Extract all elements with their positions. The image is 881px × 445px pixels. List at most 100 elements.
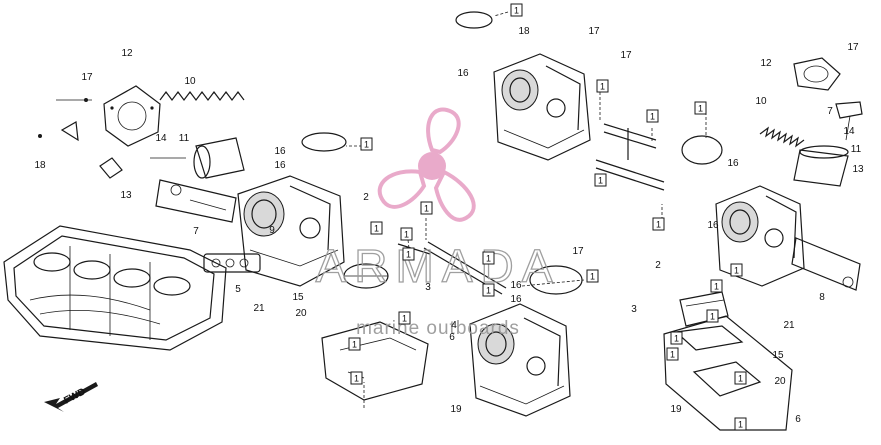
part-callout-11: 11 xyxy=(179,133,190,144)
label-box-text: 1 xyxy=(710,312,715,322)
float-right xyxy=(679,291,729,327)
logo-blade-left xyxy=(377,169,427,209)
part-callout-9: 9 xyxy=(269,225,275,236)
boxed-part-label: 1 xyxy=(646,109,659,123)
part-callout-21: 21 xyxy=(253,303,265,314)
label-box xyxy=(670,331,683,345)
label-box-text: 1 xyxy=(738,374,743,384)
part-callout-17: 17 xyxy=(572,246,584,257)
fuel-pipe-top xyxy=(595,123,665,191)
part-callout-2: 2 xyxy=(655,260,661,271)
carburetor-right xyxy=(715,185,805,287)
part-callout-7: 7 xyxy=(193,226,199,237)
label-box xyxy=(398,311,411,325)
o-ring-set-left xyxy=(203,253,261,273)
label-box xyxy=(596,79,609,93)
part-callout-16: 16 xyxy=(510,294,522,305)
label-box-text: 1 xyxy=(486,286,491,296)
part-callout-13: 13 xyxy=(120,190,132,201)
fwd-label: FWD xyxy=(62,386,87,406)
vacuum-piston-left xyxy=(193,137,245,179)
label-box xyxy=(646,109,659,123)
part-callout-12: 12 xyxy=(121,48,133,59)
boxed-part-label: 1 xyxy=(482,283,495,297)
label-box-text: 1 xyxy=(698,104,703,114)
label-box xyxy=(652,217,665,231)
label-box xyxy=(734,371,747,385)
part-callout-20: 20 xyxy=(774,376,786,387)
label-box xyxy=(594,173,607,187)
forward-arrow: FWD xyxy=(44,382,98,412)
boxed-part-label: 1 xyxy=(596,79,609,93)
intake-manifold xyxy=(3,225,227,351)
vacuum-piston-right xyxy=(793,145,849,187)
label-box-text: 1 xyxy=(352,340,357,350)
carburetor-bottom xyxy=(469,303,571,417)
label-box xyxy=(348,337,361,351)
label-box-text: 1 xyxy=(598,176,603,186)
boxed-part-label: 1 xyxy=(706,309,719,323)
part-callout-15: 15 xyxy=(772,350,784,361)
jet-block-left xyxy=(155,179,237,223)
label-box xyxy=(360,137,373,151)
boxed-part-label: 1 xyxy=(734,371,747,385)
boxed-part-label: 1 xyxy=(370,221,383,235)
leader-lines xyxy=(346,11,707,408)
label-box-text: 1 xyxy=(734,266,739,276)
label-box xyxy=(482,283,495,297)
boxed-part-label: 1 xyxy=(348,337,361,351)
boxed-part-label: 1 xyxy=(360,137,373,151)
label-box-text: 1 xyxy=(738,420,743,430)
boxed-part-label: 1 xyxy=(652,217,665,231)
label-box xyxy=(370,221,383,235)
part-callout-19: 19 xyxy=(670,404,682,415)
label-box-text: 1 xyxy=(402,314,407,324)
boxed-part-label: 1 xyxy=(730,263,743,277)
part-callout-14: 14 xyxy=(843,126,855,137)
label-box-text: 1 xyxy=(514,6,519,16)
watermark: ARMADA marine outboards xyxy=(315,107,553,339)
part-callout-18: 18 xyxy=(518,26,530,37)
label-box xyxy=(734,417,747,431)
label-box xyxy=(420,201,433,215)
boxed-part-label: 1 xyxy=(398,311,411,325)
label-box-text: 1 xyxy=(590,272,595,282)
label-box xyxy=(586,269,599,283)
part-callout-18: 18 xyxy=(34,160,46,171)
part-callout-16: 16 xyxy=(707,220,719,231)
label-box xyxy=(350,371,363,385)
part-callout-2: 2 xyxy=(363,192,369,203)
label-box-text: 1 xyxy=(674,334,679,344)
part-callout-19: 19 xyxy=(450,404,462,415)
part-callout-16: 16 xyxy=(274,146,286,157)
boxed-part-label: 1 xyxy=(734,417,747,431)
label-box-text: 1 xyxy=(670,350,675,360)
label-box xyxy=(730,263,743,277)
boxed-part-label: 1 xyxy=(510,3,523,17)
small-parts-left xyxy=(38,98,186,179)
boxed-part-label: 1 xyxy=(400,227,413,241)
part-callout-16: 16 xyxy=(457,68,469,79)
part-callout-3: 3 xyxy=(631,304,637,315)
part-callout-16: 16 xyxy=(727,158,739,169)
label-box xyxy=(694,101,707,115)
watermark-tagline: marine outboards xyxy=(356,318,520,339)
logo-blade-top xyxy=(426,107,461,155)
label-box-text: 1 xyxy=(374,224,379,234)
part-callout-8: 8 xyxy=(819,292,825,303)
part-callout-6: 6 xyxy=(449,332,455,343)
part-callout-7: 7 xyxy=(827,106,833,117)
part-callout-11: 11 xyxy=(851,144,862,155)
label-box-text: 1 xyxy=(650,112,655,122)
part-callout-17: 17 xyxy=(847,42,859,53)
part-callout-16: 16 xyxy=(510,280,522,291)
label-box-text: 1 xyxy=(714,282,719,292)
watermark-logo xyxy=(377,107,476,222)
vacuum-cover-left xyxy=(103,85,161,147)
part-callout-10: 10 xyxy=(184,76,196,87)
carburetor-left xyxy=(237,175,345,287)
part-callout-17: 17 xyxy=(620,50,632,61)
